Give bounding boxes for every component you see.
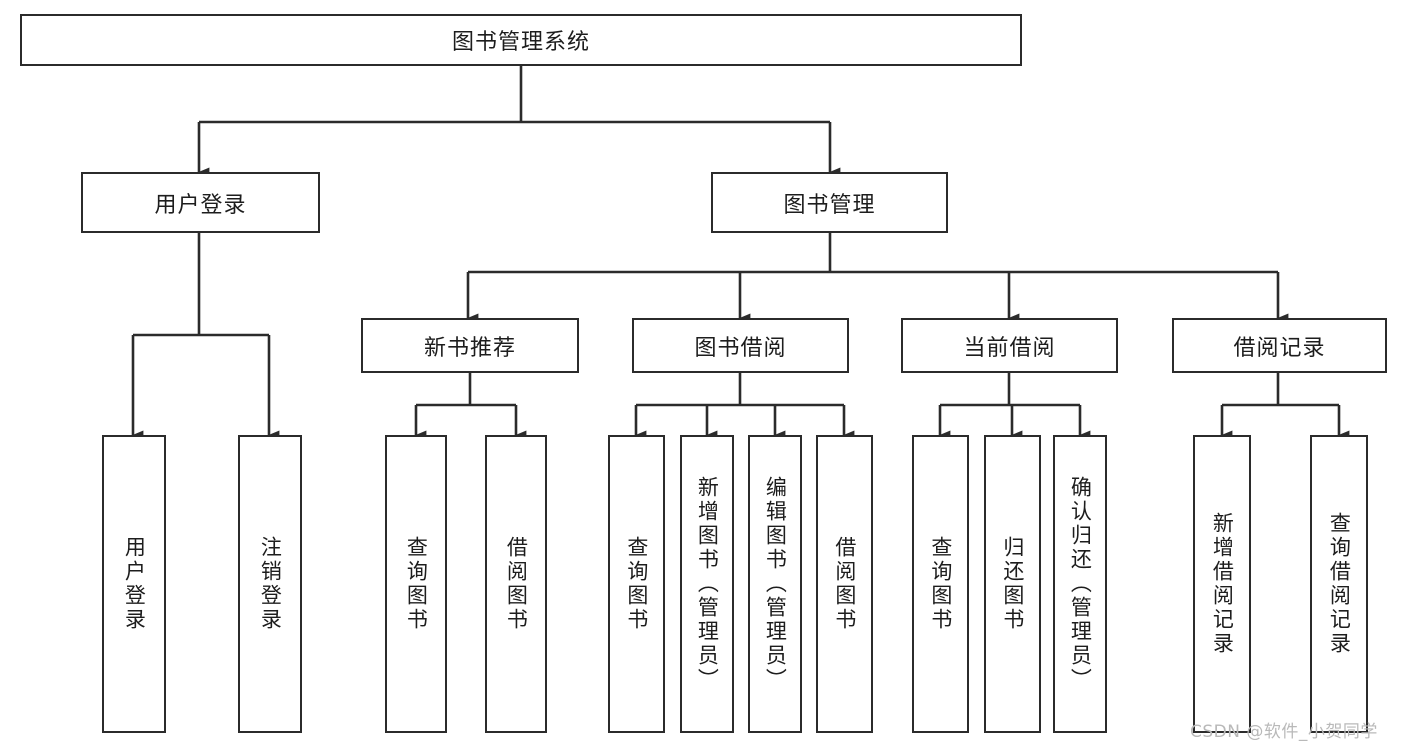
leaf-add-book[interactable]: 新增图书（管理员）: [680, 435, 734, 733]
leaf-label: 借阅图书: [504, 536, 529, 632]
node-book-borrow[interactable]: 图书借阅: [632, 318, 849, 373]
leaf-label: 确认归还（管理员）: [1068, 476, 1093, 692]
node-new-book-recommend[interactable]: 新书推荐: [361, 318, 579, 373]
leaf-query-book-bb[interactable]: 查询图书: [608, 435, 665, 733]
leaf-confirm-return[interactable]: 确认归还（管理员）: [1053, 435, 1107, 733]
leaf-label: 归还图书: [1000, 536, 1025, 632]
leaf-add-record[interactable]: 新增借阅记录: [1193, 435, 1251, 733]
leaf-query-book-cb[interactable]: 查询图书: [912, 435, 969, 733]
node-root[interactable]: 图书管理系统: [20, 14, 1022, 66]
node-borrow-record[interactable]: 借阅记录: [1172, 318, 1387, 373]
leaf-label: 查询图书: [404, 536, 429, 632]
leaf-borrow-book-nbr[interactable]: 借阅图书: [485, 435, 547, 733]
leaf-logout[interactable]: 注销登录: [238, 435, 302, 733]
leaf-borrow-book-bb[interactable]: 借阅图书: [816, 435, 873, 733]
csdn-watermark: CSDN @软件_小贺同学: [1190, 722, 1378, 742]
leaf-label: 新增借阅记录: [1210, 512, 1235, 656]
node-current-borrow[interactable]: 当前借阅: [901, 318, 1118, 373]
leaf-label: 注销登录: [258, 536, 283, 632]
leaf-label: 借阅图书: [832, 536, 857, 632]
leaf-label: 用户登录: [122, 536, 147, 632]
node-user-login[interactable]: 用户登录: [81, 172, 320, 233]
leaf-label: 新增图书（管理员）: [695, 476, 720, 692]
leaf-user-login[interactable]: 用户登录: [102, 435, 166, 733]
leaf-query-book-nbr[interactable]: 查询图书: [385, 435, 447, 733]
node-book-management[interactable]: 图书管理: [711, 172, 948, 233]
leaf-label: 编辑图书（管理员）: [763, 476, 788, 692]
leaf-label: 查询图书: [624, 536, 649, 632]
leaf-query-record[interactable]: 查询借阅记录: [1310, 435, 1368, 733]
leaf-label: 查询图书: [928, 536, 953, 632]
leaf-label: 查询借阅记录: [1327, 512, 1352, 656]
leaf-edit-book[interactable]: 编辑图书（管理员）: [748, 435, 802, 733]
leaf-return-book[interactable]: 归还图书: [984, 435, 1041, 733]
